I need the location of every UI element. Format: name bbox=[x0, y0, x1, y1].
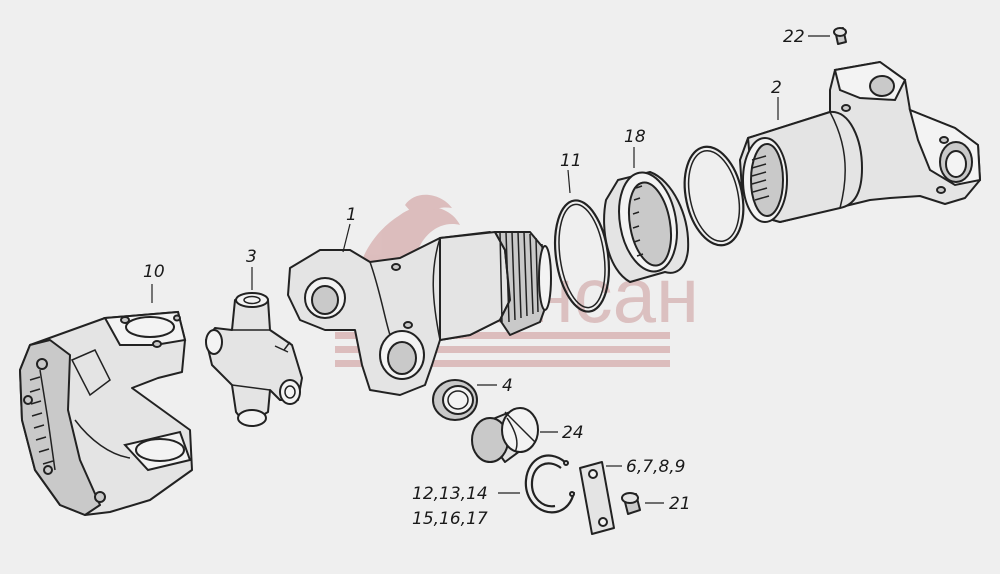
part-10-flange-yoke bbox=[19, 310, 193, 516]
callout-1: 1 bbox=[346, 205, 357, 225]
part-4-seal bbox=[432, 379, 478, 421]
leader-lines bbox=[151, 35, 830, 504]
callout-3: 3 bbox=[246, 247, 257, 267]
callout-11: 11 bbox=[560, 151, 582, 171]
part-22-grease-fitting bbox=[833, 27, 847, 45]
part-21-bolt bbox=[621, 492, 641, 515]
part-11-o-ring bbox=[553, 199, 611, 313]
callout-12-13-14: 12,13,14 bbox=[412, 484, 488, 504]
callout-10: 10 bbox=[143, 262, 165, 282]
part-3-universal-joint-cross bbox=[205, 292, 303, 427]
leader-11 bbox=[567, 169, 571, 194]
callout-labels: 10 3 1 4 24 12,13,14 15,16,17 6,7,8,9 21… bbox=[143, 27, 805, 529]
callout-4: 4 bbox=[502, 376, 513, 396]
leader-1 bbox=[342, 223, 351, 253]
part-6-9-lock-plate bbox=[579, 461, 615, 535]
part-18-ring bbox=[603, 171, 690, 283]
callout-2: 2 bbox=[771, 78, 782, 98]
part-1-slip-yoke bbox=[287, 231, 552, 396]
part-12-17-snap-ring bbox=[524, 454, 576, 514]
callout-15-16-17: 15,16,17 bbox=[412, 509, 488, 529]
callout-18: 18 bbox=[624, 127, 646, 147]
callout-21: 21 bbox=[669, 494, 691, 514]
part-2-sleeve-yoke bbox=[739, 60, 982, 223]
callout-22: 22 bbox=[783, 27, 805, 47]
callout-6-7-8-9: 6,7,8,9 bbox=[626, 457, 685, 477]
part-24-bearing-cup bbox=[471, 407, 539, 463]
callout-24: 24 bbox=[562, 423, 584, 443]
